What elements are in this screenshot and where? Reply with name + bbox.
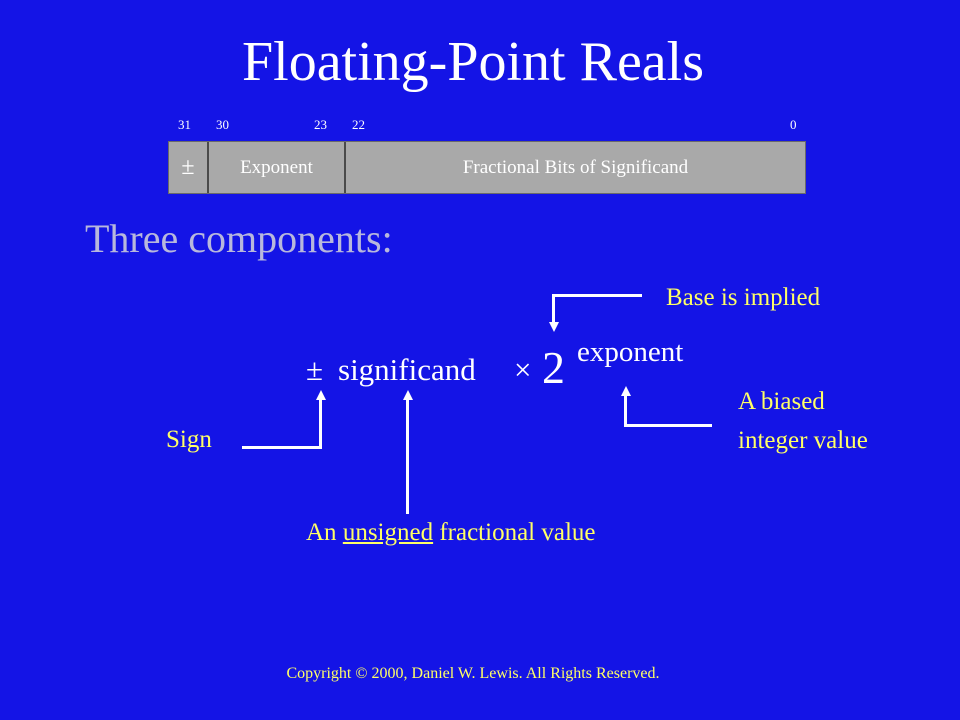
sign-annotation: Sign bbox=[166, 426, 212, 453]
sign-field: ± bbox=[181, 154, 195, 180]
significand-arrow-vertical bbox=[406, 398, 409, 514]
exponent-arrow-vertical bbox=[624, 394, 627, 427]
formula-exponent: exponent bbox=[577, 336, 684, 368]
section-heading: Three components: bbox=[85, 216, 393, 261]
formula-sign: ± bbox=[306, 352, 324, 387]
base-annotation: Base is implied bbox=[666, 284, 821, 311]
significand-annotation-prefix: An bbox=[306, 519, 337, 546]
significand-annotation-suffix: fractional value bbox=[439, 519, 596, 546]
significand-annotation-unsigned: unsigned bbox=[342, 519, 434, 546]
field-divider bbox=[207, 142, 209, 193]
exponent-arrow-horizontal bbox=[624, 424, 712, 427]
significand-annotation: An unsigned fractional value bbox=[306, 519, 596, 547]
significand-arrowhead bbox=[402, 390, 413, 400]
bit-layout-box: ± Exponent Fractional Bits of Significan… bbox=[168, 141, 806, 194]
base-arrow-horizontal bbox=[552, 294, 642, 297]
field-divider bbox=[344, 142, 346, 193]
formula-significand: significand bbox=[338, 352, 476, 387]
copyright-footer: Copyright © 2000, Daniel W. Lewis. All R… bbox=[286, 665, 660, 682]
base-arrow-vertical bbox=[552, 294, 555, 324]
formula-times: × bbox=[514, 352, 532, 387]
formula-base: 2 bbox=[542, 342, 565, 393]
exponent-annotation-line2: integer value bbox=[738, 427, 868, 454]
base-arrowhead bbox=[548, 322, 559, 332]
bit-number-23: 23 bbox=[314, 117, 327, 132]
exponent-annotation-line1: A biased bbox=[738, 388, 825, 415]
slide-title: Floating-Point Reals bbox=[242, 31, 704, 93]
exponent-field: Exponent bbox=[240, 156, 313, 178]
bit-number-0: 0 bbox=[790, 117, 797, 132]
bit-number-30: 30 bbox=[216, 117, 229, 132]
bit-number-22: 22 bbox=[352, 117, 365, 132]
significand-field: Fractional Bits of Significand bbox=[462, 156, 689, 178]
sign-arrow-vertical bbox=[319, 398, 322, 449]
sign-arrow-horizontal bbox=[242, 446, 322, 449]
exponent-arrowhead bbox=[620, 386, 631, 396]
sign-arrowhead bbox=[315, 390, 326, 400]
bit-number-31: 31 bbox=[178, 117, 191, 132]
